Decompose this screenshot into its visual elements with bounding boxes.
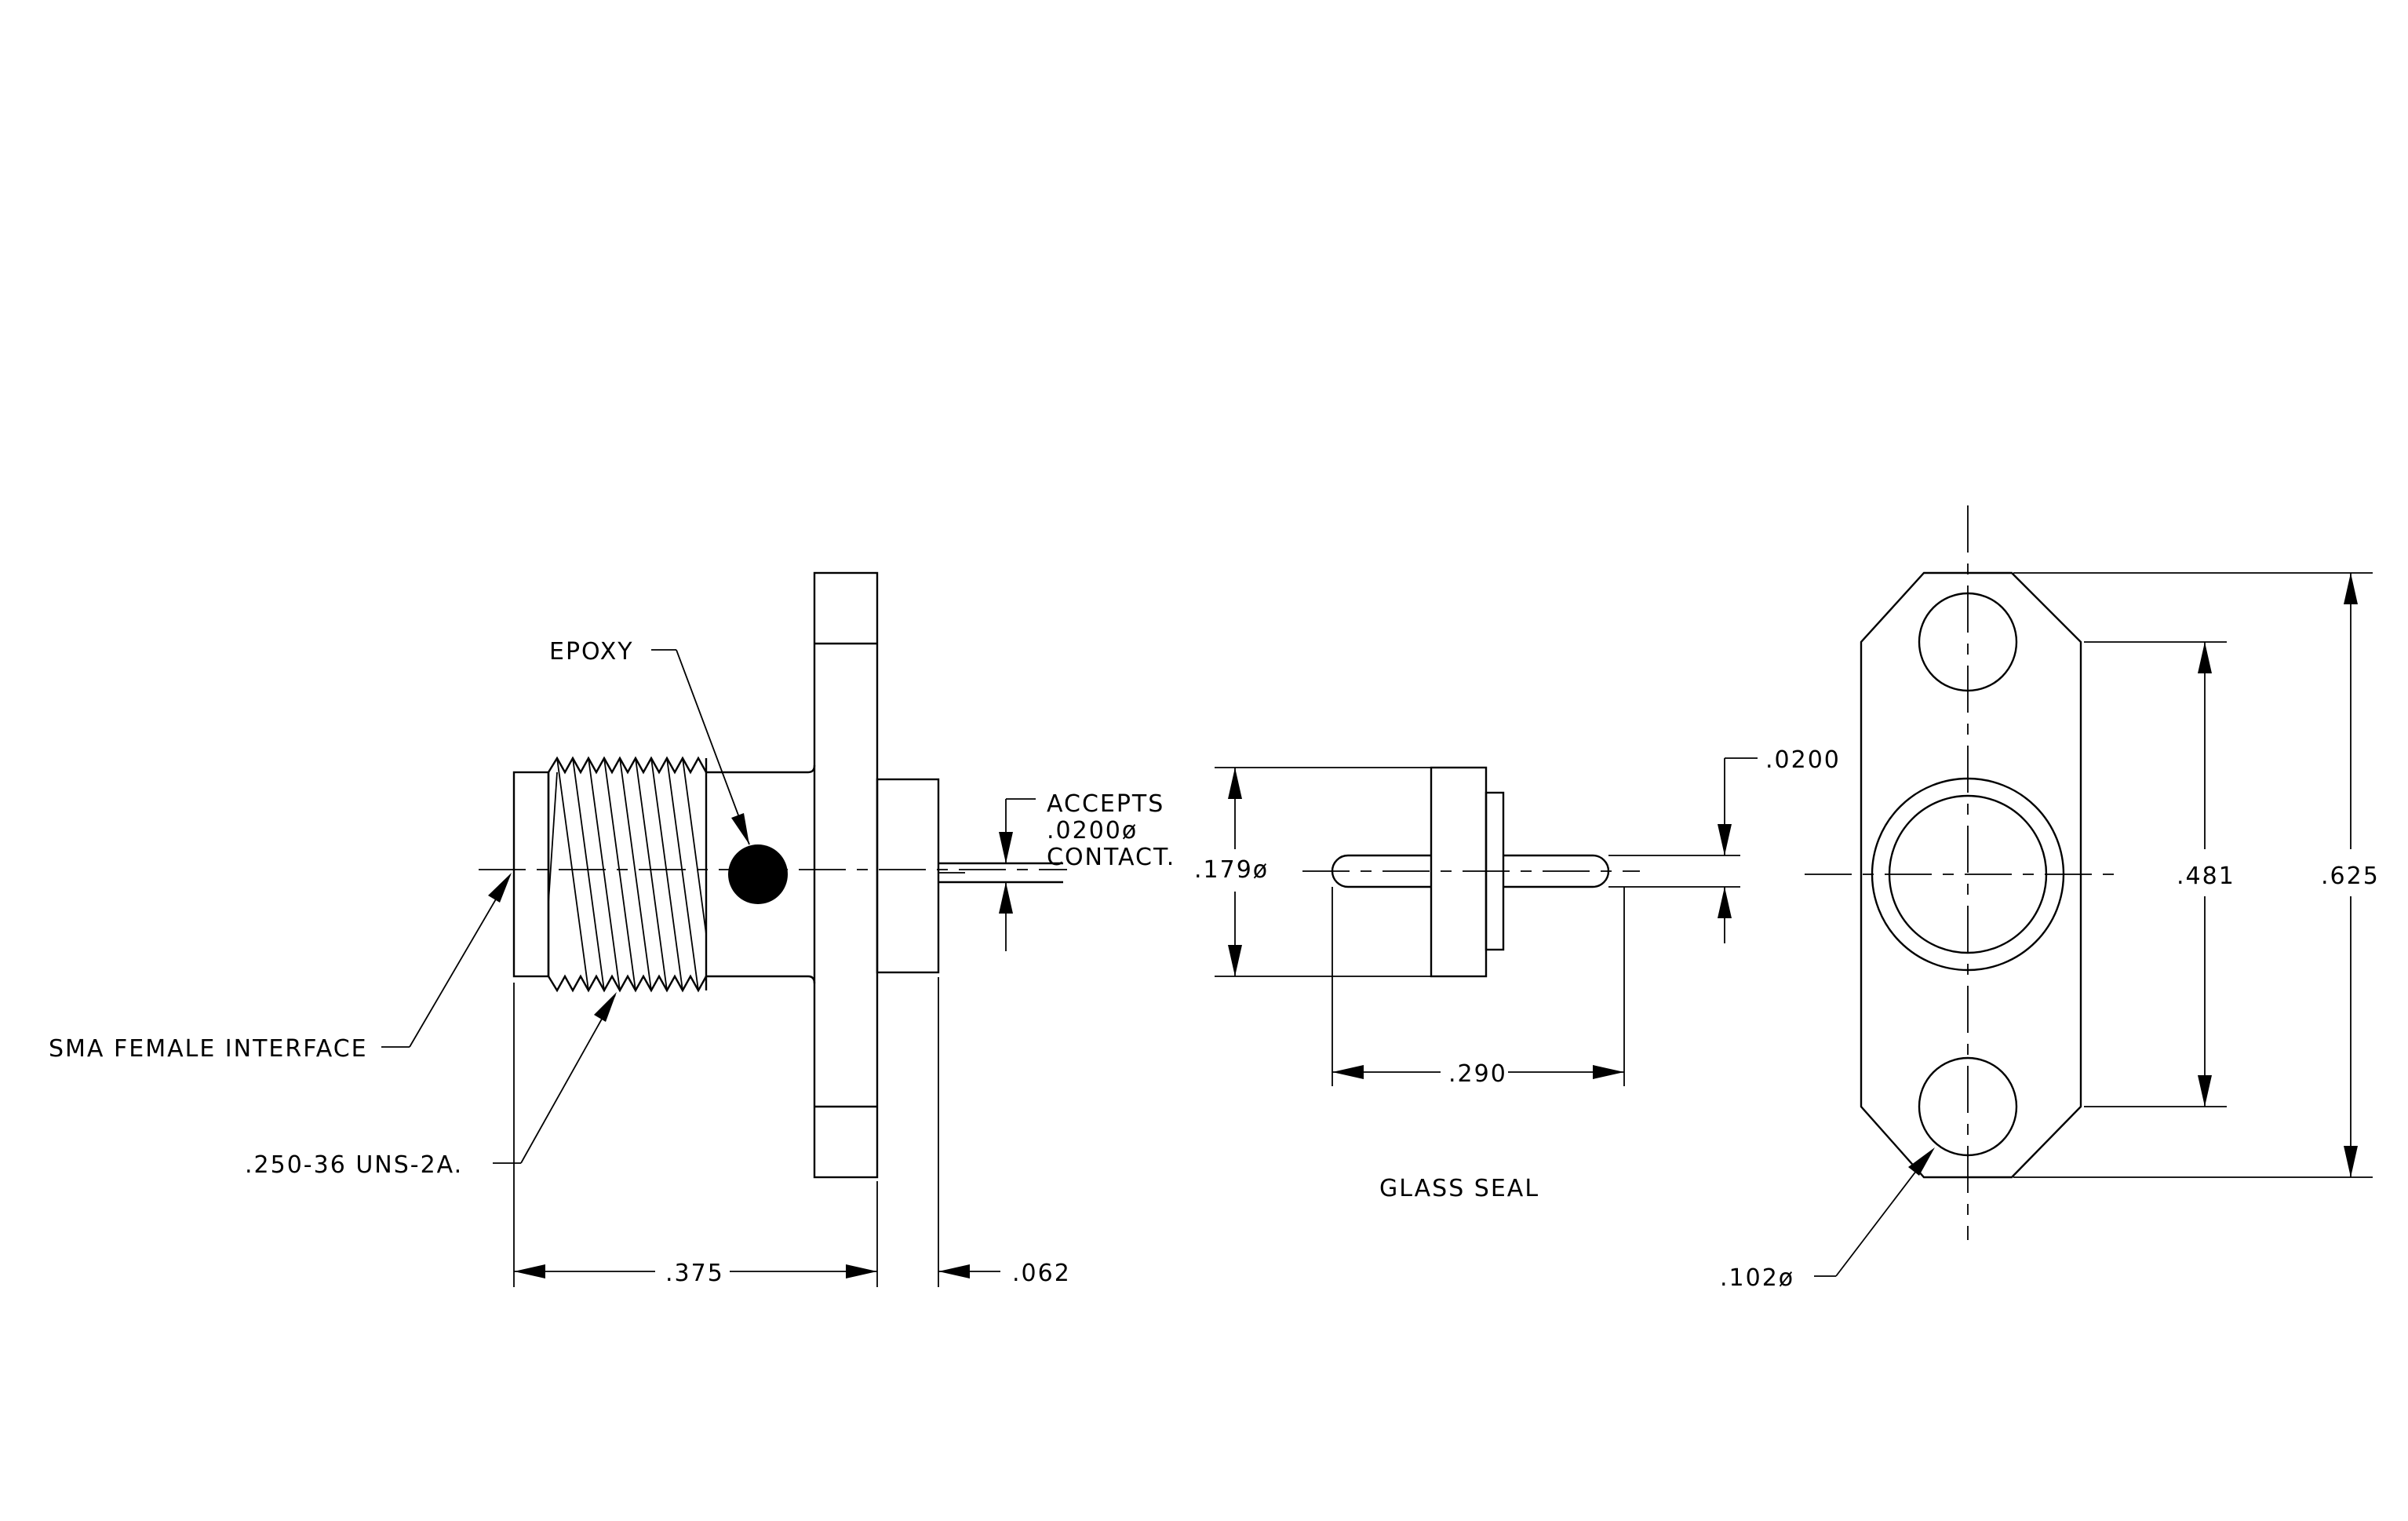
boss-inner bbox=[1888, 794, 2048, 954]
accepts-label-line2: .0200ø bbox=[1047, 817, 1138, 844]
dim-375-label: .375 bbox=[665, 1260, 724, 1287]
arrow-102 bbox=[1908, 1147, 1935, 1176]
rear-boss bbox=[876, 778, 940, 974]
glass-seal-view: .179ø .290 .0200 GLASS SEAL bbox=[1194, 746, 1841, 1202]
dim-290-label: .290 bbox=[1448, 1060, 1507, 1088]
arrow-0200-bottom bbox=[1718, 887, 1732, 918]
arrow-accepts-top bbox=[999, 832, 1013, 863]
dim-625-label: .625 bbox=[2321, 863, 2380, 890]
dim-062-label: .062 bbox=[1012, 1260, 1071, 1287]
thread-spec-label: .250-36 UNS-2A. bbox=[245, 1151, 463, 1179]
arrow-0200-top bbox=[1718, 824, 1732, 855]
arrow-481-bottom bbox=[2198, 1075, 2212, 1107]
connector-side-view: .375 .062 ACCEPTS .0200ø CONTACT. EPOXY … bbox=[49, 571, 1175, 1287]
epoxy-label: EPOXY bbox=[549, 638, 634, 666]
seal-disk bbox=[1430, 766, 1488, 978]
arrow-290-left bbox=[1332, 1065, 1364, 1079]
arrow-481-top bbox=[2198, 642, 2212, 673]
epoxy-dot bbox=[728, 844, 788, 904]
thread-top-profile bbox=[547, 756, 708, 775]
dim-0200-label: .0200 bbox=[1765, 746, 1841, 774]
arrow-179-bottom bbox=[1228, 945, 1242, 976]
dim-179-label: .179ø bbox=[1194, 856, 1269, 884]
epoxy-leader bbox=[676, 649, 750, 845]
arrow-375-left bbox=[514, 1264, 545, 1278]
flange-front-view: .481 .625 .102ø bbox=[1720, 505, 2380, 1292]
arrow-375-right bbox=[846, 1264, 877, 1278]
mounting-hole-bottom bbox=[1918, 1056, 2018, 1157]
boss-outer bbox=[1871, 777, 2065, 972]
arrow-epoxy bbox=[731, 813, 749, 844]
seal-pin-left bbox=[1331, 854, 1431, 888]
arrow-179-top bbox=[1228, 768, 1242, 799]
glass-seal-label: GLASS SEAL bbox=[1379, 1175, 1539, 1202]
seal-pin-right bbox=[1503, 854, 1610, 888]
flange-outline bbox=[1860, 571, 2082, 1179]
thread-bottom-profile bbox=[547, 974, 708, 993]
arrow-sma bbox=[488, 873, 512, 903]
accepts-label-line1: ACCEPTS bbox=[1047, 790, 1164, 818]
arrow-625-bottom bbox=[2344, 1146, 2358, 1177]
sma-nose bbox=[512, 771, 550, 978]
accepts-label-line3: CONTACT. bbox=[1047, 844, 1175, 871]
arrow-thread bbox=[594, 992, 617, 1022]
seal-step bbox=[1485, 791, 1505, 951]
arrow-accepts-bottom bbox=[999, 882, 1013, 914]
sma-interface-label: SMA FEMALE INTERFACE bbox=[49, 1035, 368, 1063]
thread-leader bbox=[520, 994, 616, 1164]
dim-102-label: .102ø bbox=[1720, 1264, 1794, 1292]
mounting-hole-top bbox=[1918, 592, 2018, 692]
arrow-290-right bbox=[1593, 1065, 1624, 1079]
arrow-062 bbox=[938, 1264, 970, 1278]
flange bbox=[813, 571, 879, 1179]
thread-helix-lines bbox=[548, 757, 707, 991]
dim-481-label: .481 bbox=[2177, 863, 2235, 890]
arrow-625-top bbox=[2344, 573, 2358, 604]
sma-leader bbox=[409, 874, 511, 1048]
